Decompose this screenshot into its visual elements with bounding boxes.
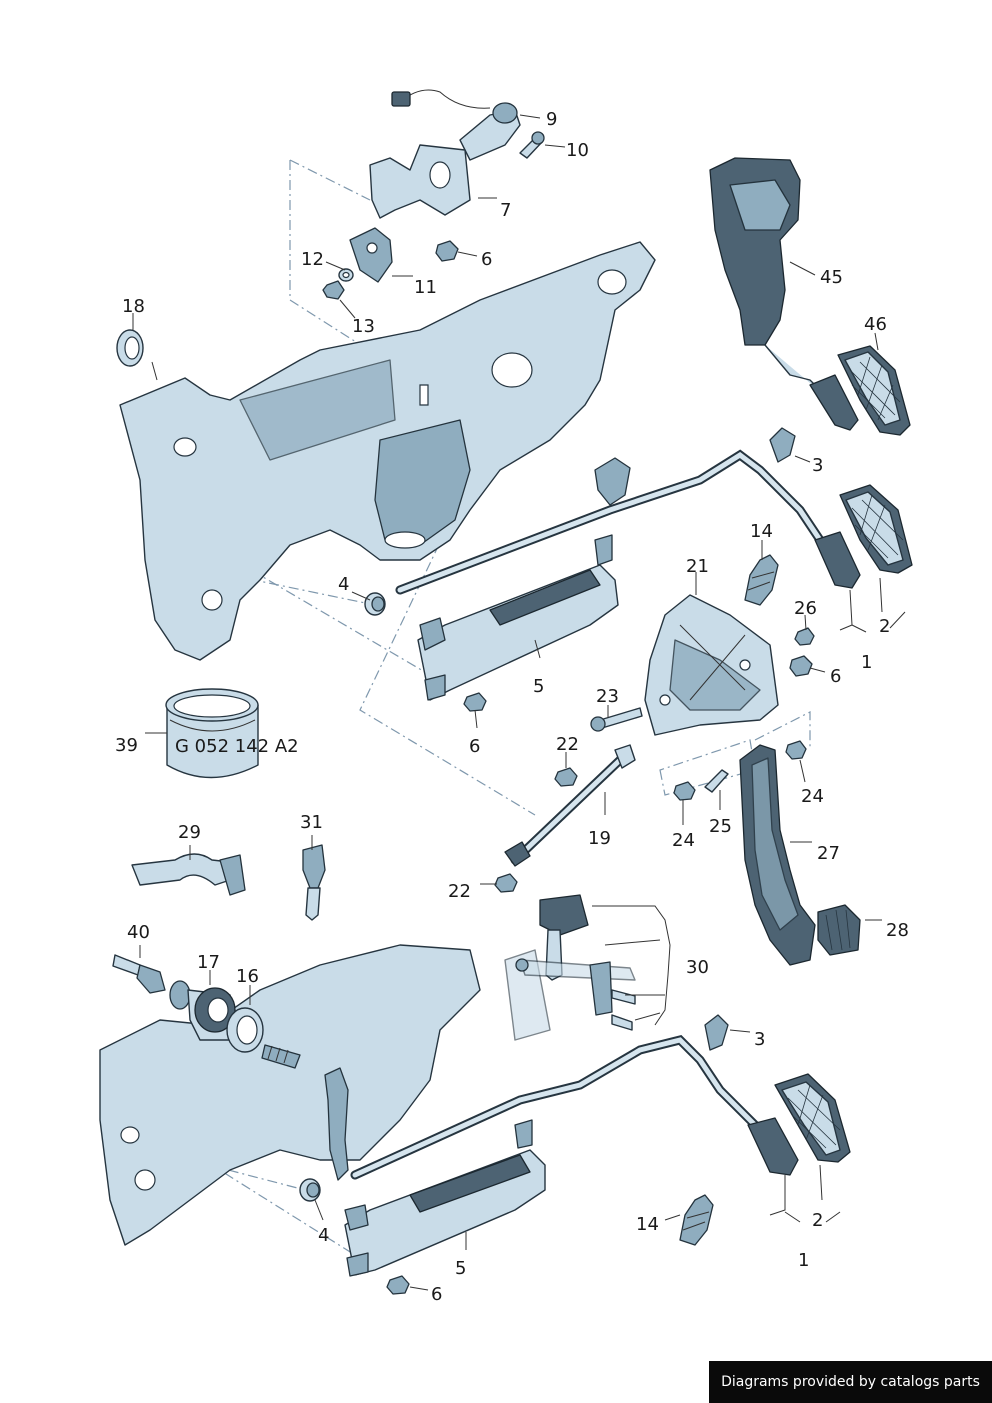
part-4-bushing-lower [299,1178,321,1202]
footer-credit-badge: Diagrams provided by catalogs parts [709,1361,992,1403]
part-24-nut-b [785,740,807,760]
part-22-nut-b [494,873,518,893]
callout-1-lower: 1 [798,1250,809,1271]
callout-19: 19 [588,828,611,849]
callout-13: 13 [352,316,375,337]
part-28-pedal-pad [817,904,861,956]
callout-25: 25 [709,816,732,837]
part-23-bolt [590,707,643,732]
part-10-screw [519,131,545,159]
callout-6-lower: 6 [431,1284,442,1305]
callout-30: 30 [686,957,709,978]
part-19-rod [504,744,636,867]
callout-17: 17 [197,952,220,973]
part-22-nut-a [554,767,578,787]
callout-6-right: 6 [830,666,841,687]
part-26-nut [794,627,815,646]
leader-lines [132,114,906,1291]
part-marking: G 052 142 A2 [175,736,299,757]
part-25-pin [704,769,729,793]
part-2-pedal-pad-lower [774,1073,851,1163]
callout-2-upper: 2 [879,616,890,637]
bulkhead-panel-upper [119,241,656,661]
callout-24-a: 24 [672,830,695,851]
callout-7: 7 [500,200,511,221]
callout-4-upper: 4 [338,574,349,595]
part-5-cover-upper [417,534,619,701]
part-13-nut [322,280,345,300]
part-21-pedal-bracket [644,594,779,736]
callout-5-lower: 5 [455,1258,466,1279]
part-14-buffer-upper [744,554,779,606]
callout-labels: 9 10 7 6 12 11 13 18 45 46 3 14 21 26 2 … [115,109,909,1305]
callout-29: 29 [178,822,201,843]
part-11-switch [349,227,393,283]
callout-3-lower: 3 [754,1029,765,1050]
part-18-grommet [116,329,144,367]
callout-11: 11 [414,277,437,298]
part-5-cover-lower [344,1119,546,1277]
part-40-sensor [112,954,166,994]
callout-46: 46 [864,314,887,335]
bulkhead-panel-lower [99,944,481,1246]
part-6-nut-right [789,655,813,677]
part-4-bushing-upper [364,592,386,616]
pedal-shaft-upper [395,449,861,595]
part-2-pedal-pad-upper [839,484,913,574]
part-6-nut-top [435,240,459,262]
part-6-nut-lower [386,1275,410,1295]
callout-2-lower: 2 [812,1210,823,1231]
part-46-pedal-pad [837,345,911,436]
part-7-bracket [369,144,471,219]
part-39-sleeve: G 052 142 A2 [165,688,299,779]
part-31-clip [302,844,326,921]
callout-5-upper: 5 [533,676,544,697]
part-12-washer [338,268,354,282]
callout-12: 12 [301,249,324,270]
pedal-shaft-lower [324,1035,799,1181]
callout-3-upper: 3 [812,455,823,476]
callout-4-lower: 4 [318,1225,329,1246]
part-16-ring [226,1007,301,1069]
callout-14-lower: 14 [636,1214,659,1235]
part-27-pedal-lever [739,744,816,966]
callout-10: 10 [566,140,589,161]
callout-18: 18 [122,296,145,317]
callout-14-upper: 14 [750,521,773,542]
part-3-clip-lower [704,1014,729,1051]
callout-24-b: 24 [801,786,824,807]
callout-1-upper: 1 [861,652,872,673]
callout-6-mid: 6 [469,736,480,757]
part-3-clip-upper [769,427,796,463]
callout-40: 40 [127,922,150,943]
part-9-sensor [391,89,521,161]
callout-39: 39 [115,735,138,756]
part-17-housing [169,980,239,1041]
callout-28: 28 [886,920,909,941]
part-14-buffer-lower [679,1194,714,1246]
callout-31: 31 [300,812,323,833]
part-6-nut-mid [463,692,487,712]
callout-23: 23 [596,686,619,707]
callout-22-a: 22 [556,734,579,755]
callout-16: 16 [236,966,259,987]
part-29-clamp [131,853,246,896]
footer-credit-text: Diagrams provided by catalogs parts [721,1374,980,1390]
callout-6: 6 [481,249,492,270]
callout-26: 26 [794,598,817,619]
part-30-bracket-group [504,894,636,1041]
part-45-accelerator-pedal [709,157,859,431]
callout-45: 45 [820,267,843,288]
callout-21: 21 [686,556,709,577]
callout-27: 27 [817,843,840,864]
callout-22-b: 22 [448,881,471,902]
callout-9: 9 [546,109,557,130]
part-24-nut-a [673,781,696,801]
